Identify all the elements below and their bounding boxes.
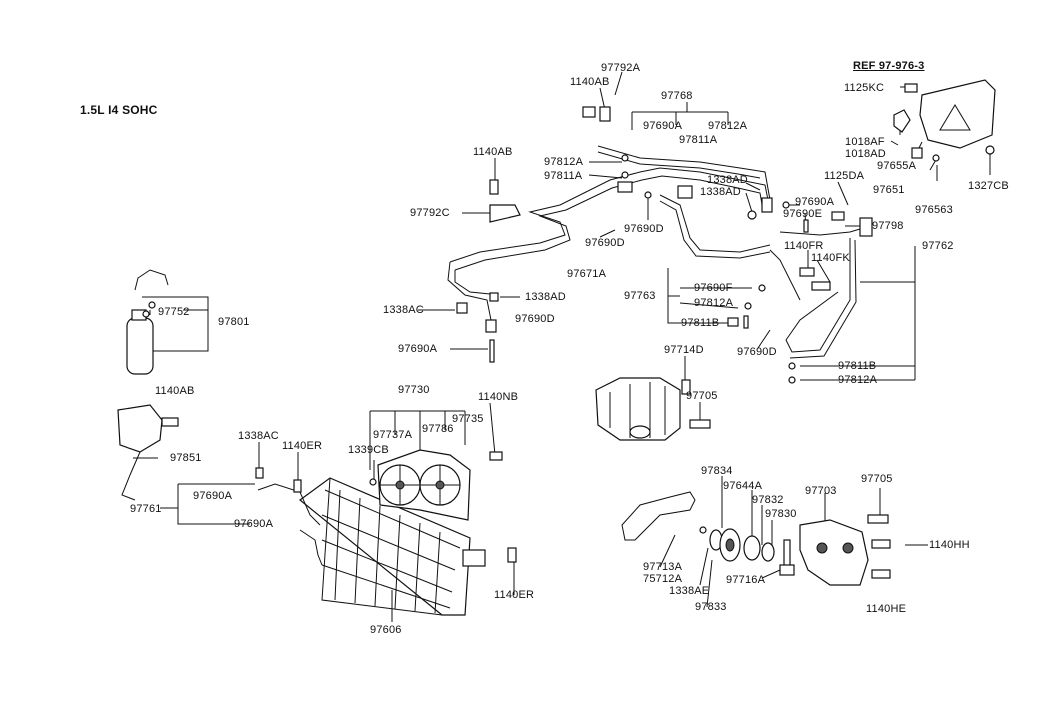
part-label-97792A: 97792A [601,62,641,74]
part-label-97812A: 97812A [544,156,584,168]
part-label-1140AB: 1140AB [473,146,513,158]
part-label-97763: 97763 [624,290,656,302]
part-label-97762: 97762 [922,240,954,252]
part-label-97811B: 97811B [838,360,877,372]
part-label-1018AD: 1018AD [845,148,886,160]
part-label-97713A: 97713A [643,561,683,573]
part-label-1338AE: 1338AE [669,585,710,597]
part-label-97690D: 97690D [585,237,625,249]
part-label-1327CB: 1327CB [968,180,1009,192]
part-label-97801: 97801 [218,316,250,328]
part-label-1140AB: 1140AB [570,76,610,88]
part-label-97768: 97768 [661,90,693,102]
part-label-97606: 97606 [370,624,402,636]
part-label-97690A: 97690A [234,518,274,530]
part-label-1140ER: 1140ER [494,589,535,601]
part-label-97656B: 976563 [915,204,953,216]
part-label-75712A: 75712A [643,573,683,585]
part-label-97705: 97705 [686,390,718,402]
part-label-1125KC: 1125KC [844,82,885,94]
part-label-97714D: 97714D [664,344,704,356]
part-label-1140FK: 1140FK [811,252,850,264]
condenser [255,467,517,616]
part-label-97705: 97705 [861,473,893,485]
part-label-97811B: 97811B [681,317,720,329]
part-label-97792C: 97792C [410,207,450,219]
part-label-1140FR: 1140FR [784,240,824,252]
part-label-1140ER: 1140ER [282,440,323,452]
part-label-97690A: 97690A [795,196,835,208]
condenser-fan [369,449,503,521]
part-label-97812A: 97812A [708,120,748,132]
part-label-97703: 97703 [805,485,837,497]
part-label-97752: 97752 [158,306,190,318]
ac-lines-hoses [447,145,871,359]
part-label-1338AC: 1338AC [238,430,279,442]
part-label-1018AF: 1018AF [845,136,885,148]
part-label-1140HH: 1140HH [929,539,970,551]
receiver-drier [126,269,169,375]
part-label-97761: 97761 [130,503,162,515]
ref-note: REF 97-976-3 [853,60,925,72]
part-label-97651: 97651 [873,184,905,196]
part-label-97833: 97833 [695,601,727,613]
part-label-97786: 97786 [422,423,454,435]
part-label-97690A: 97690A [643,120,683,132]
part-label-1338AD: 1338AD [707,174,748,186]
part-label-97851: 97851 [170,452,202,464]
part-label-97735: 97735 [452,413,484,425]
part-label-97834: 97834 [701,465,733,477]
compressor-body [595,377,681,441]
part-label-1338AD: 1338AD [700,186,741,198]
small-fittings [456,106,873,429]
part-label-97690A: 97690A [398,343,438,355]
part-label-97811A: 97811A [679,134,718,146]
part-label-1140HE: 1140HE [866,603,907,615]
part-label-97716A: 97716A [726,574,766,586]
reservoir-tank [893,79,996,162]
part-label-97655A: 97655A [877,160,917,172]
part-label-97690D: 97690D [515,313,555,325]
part-label-97812A: 97812A [838,374,878,386]
part-label-97690F: 97690F [694,282,733,294]
part-label-97644A: 97644A [723,480,763,492]
part-label-1140NB: 1140NB [478,391,519,403]
part-label-97671A: 97671A [567,268,607,280]
part-label-1140AB: 1140AB [155,385,195,397]
part-label-1339CB: 1339CB [348,444,389,456]
part-label-97690A: 97690A [193,490,233,502]
part-label-1338AC: 1338AC [383,304,424,316]
part-label-97832: 97832 [752,494,784,506]
part-label-97811A: 97811A [544,170,583,182]
part-label-97737A: 97737A [373,429,413,441]
drier-bracket [117,404,179,501]
part-label-97690D: 97690D [624,223,664,235]
diagram-title: 1.5L I4 SOHC [80,103,158,117]
part-label-97812A: 97812A [694,297,734,309]
part-label-97690D: 97690D [737,346,777,358]
part-label-1338AD: 1338AD [525,291,566,303]
compressor-clutch [621,491,891,586]
part-label-97690E: 97690E [783,208,823,220]
part-label-97798: 97798 [872,220,904,232]
part-label-97830: 97830 [765,508,797,520]
part-label-97730: 97730 [398,384,430,396]
part-label-1125DA: 1125DA [824,170,865,182]
